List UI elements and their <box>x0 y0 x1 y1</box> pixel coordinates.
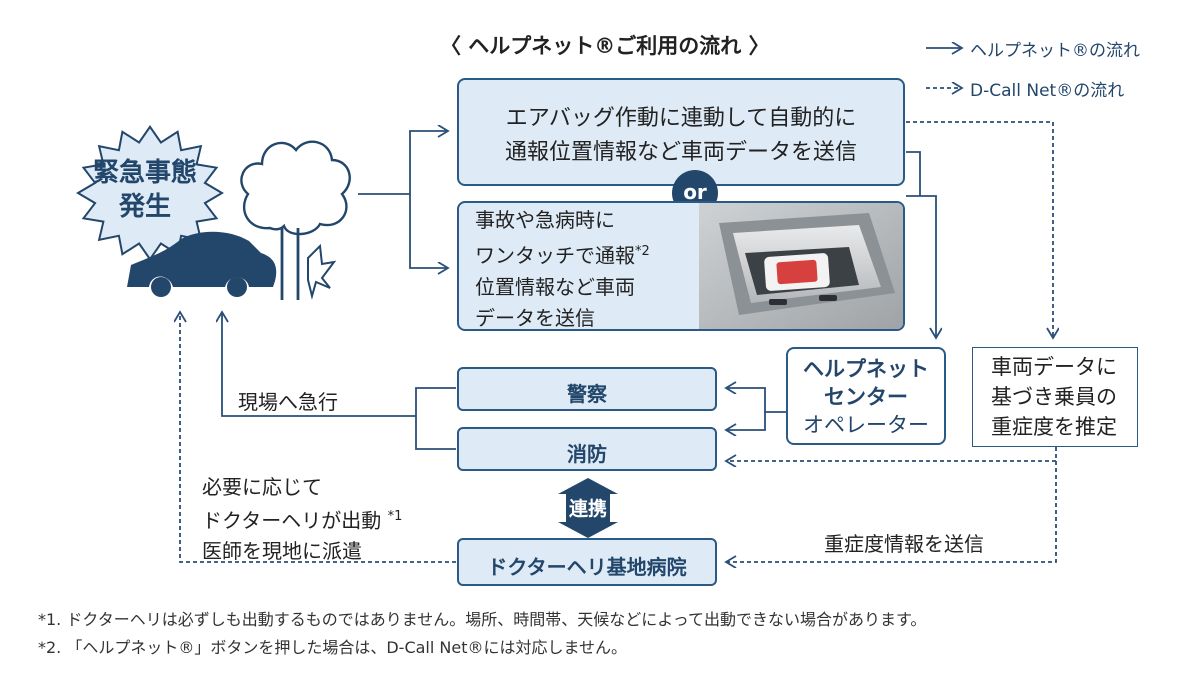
arrow-to-center <box>906 195 936 338</box>
onetouch-report-box: 事故や急病時に ワンタッチで通報*2 位置情報など車両 データを送信 <box>457 201 905 331</box>
onetouch-line2: ワンタッチで通報 <box>475 243 635 268</box>
arrow-to-onetouch <box>409 194 448 268</box>
arrow-rush-to-scene <box>222 312 416 417</box>
dashed-to-hospital <box>726 461 1057 562</box>
page-title: 〈 ヘルプネット®ご利用の流れ 〉 <box>440 34 770 58</box>
onetouch-line4: データを送信 <box>475 305 595 330</box>
fire-label: 消防 <box>567 442 607 466</box>
heli-note-line3: 医師を現地に派遣 <box>202 538 362 563</box>
police-label: 警察 <box>567 382 607 406</box>
fire-box: 消防 <box>457 427 717 471</box>
arrow-to-police <box>726 388 786 413</box>
line-police-fire-join <box>415 387 456 450</box>
onetouch-footnote-mark: *2 <box>635 244 650 259</box>
dashed-to-estimate <box>906 121 1053 338</box>
tree-icon <box>240 140 351 300</box>
center-line3: オペレーター <box>803 413 929 437</box>
legend-solid-label: ヘルプネット®の流れ <box>970 41 1140 61</box>
footnote-1: *1. ドクターヘリは必ずしも出動するものではありません。場所、時間帯、天候など… <box>38 610 927 629</box>
onetouch-line3: 位置情報など車両 <box>475 274 635 299</box>
emergency-line1: 緊急事態 <box>92 158 197 188</box>
emergency-label: 緊急事態 発生 <box>60 156 230 224</box>
center-line2: センター <box>824 385 908 409</box>
heli-note: 必要に応じて ドクターヘリが出動 *1 医師を現地に派遣 <box>202 472 402 566</box>
cooperation-arrow-icon <box>558 478 618 538</box>
heli-note-line1: 必要に応じて <box>202 475 322 499</box>
or-label: or <box>683 180 707 204</box>
onetouch-line1: 事故や急病時に <box>475 208 615 232</box>
helpnet-center-box: ヘルプネット センター オペレーター <box>786 347 946 445</box>
car-icon <box>127 231 277 297</box>
dashed-heli-to-scene <box>180 312 456 563</box>
send-severity-label: 重症度情報を送信 <box>824 532 984 556</box>
estimate-line1: 車両データに <box>991 355 1117 379</box>
police-box: 警察 <box>457 367 717 411</box>
severity-estimate-box: 車両データに 基づき乗員の 重症度を推定 <box>972 347 1138 447</box>
line-airbag-right <box>906 151 921 196</box>
arrow-to-airbag <box>358 131 448 195</box>
heli-note-line2: ドクターヘリが出動 <box>202 508 382 533</box>
airbag-line2: 通報位置情報など車両データを送信 <box>504 140 857 165</box>
center-line1: ヘルプネット <box>803 357 929 381</box>
hospital-label: ドクターヘリ基地病院 <box>487 555 687 579</box>
estimate-line2: 基づき乗員の <box>991 385 1117 409</box>
rush-label: 現場へ急行 <box>236 386 340 415</box>
arrow-to-fire <box>726 412 766 430</box>
estimate-line3: 重症度を推定 <box>991 415 1117 439</box>
heli-footnote-mark: *1 <box>387 509 403 524</box>
airbag-line1: エアバッグ作動に連動して自動的に <box>505 106 857 131</box>
dashed-to-fire <box>726 447 1057 461</box>
legend-dashed-label: D-Call Net®の流れ <box>970 81 1125 101</box>
cooperation-label: 連携 <box>568 498 607 520</box>
helicopter-hospital-box: ドクターヘリ基地病院 <box>457 538 717 586</box>
helpnet-button-photo <box>699 203 903 329</box>
footnote-2: *2. 「ヘルプネット®」ボタンを押した場合は、D-Call Net®には対応し… <box>38 638 628 657</box>
airbag-auto-report-box: エアバッグ作動に連動して自動的に 通報位置情報など車両データを送信 <box>457 78 905 186</box>
emergency-line2: 発生 <box>118 192 171 222</box>
